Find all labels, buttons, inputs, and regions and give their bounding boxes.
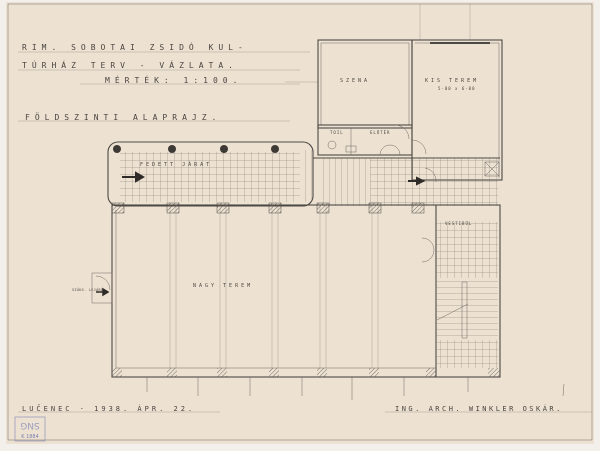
entrance-arrow-icon bbox=[408, 176, 426, 186]
column bbox=[220, 145, 228, 153]
small-hall-size: 5·00 x 6·00 bbox=[438, 86, 476, 91]
room-label-covered-passage: FEDETT JÁRAT bbox=[140, 161, 212, 168]
sng-stamp: SNG K 1884 bbox=[14, 416, 46, 442]
title-line-1: RIM. SOBOTAI ZSIDÓ KUL- bbox=[22, 41, 248, 52]
dimension-ticks bbox=[146, 377, 565, 400]
stamp-text: SNG bbox=[20, 420, 39, 430]
covered-passage bbox=[107, 141, 314, 207]
room-label-anteroom: ELŐTÉR bbox=[370, 130, 390, 135]
plan-subtitle: FÖLDSZINTI ALAPRAJZ. bbox=[25, 112, 221, 122]
label-emergency-exit: SZÜKS. LEJÁRÓ bbox=[72, 287, 103, 292]
room-label-main-hall: NAGY TEREM bbox=[193, 283, 253, 289]
entrance-arrow-icon bbox=[122, 171, 146, 183]
room-label-small-hall: KIS TEREM bbox=[425, 78, 479, 84]
room-label-vestibule: VESTIBÜL bbox=[445, 221, 472, 226]
vestibule-stairs bbox=[421, 222, 498, 368]
exit-arrow-icon bbox=[96, 287, 110, 297]
column bbox=[271, 145, 279, 153]
room-label-toilet: TOIL bbox=[330, 130, 344, 135]
column bbox=[168, 145, 176, 153]
guide-lines bbox=[18, 4, 592, 413]
emergency-exit bbox=[91, 272, 113, 304]
drawing-border bbox=[7, 3, 593, 441]
room-label-stage: SZENA bbox=[340, 78, 370, 84]
lobby-area bbox=[313, 157, 500, 206]
stamp-number: K 1884 bbox=[21, 434, 39, 440]
place-date: LUČENEC · 1938. ÁPR. 22. bbox=[22, 404, 195, 413]
architect-signature: ING. ARCH. WINKLER OSKÁR. bbox=[395, 404, 563, 413]
column bbox=[113, 145, 121, 153]
scale-label: MÉRTÉK: 1:100. bbox=[105, 74, 242, 85]
toilet-anteroom-block bbox=[317, 124, 427, 156]
title-line-2: TÚRHÁZ TERV - VÁZLATA. bbox=[22, 59, 238, 70]
